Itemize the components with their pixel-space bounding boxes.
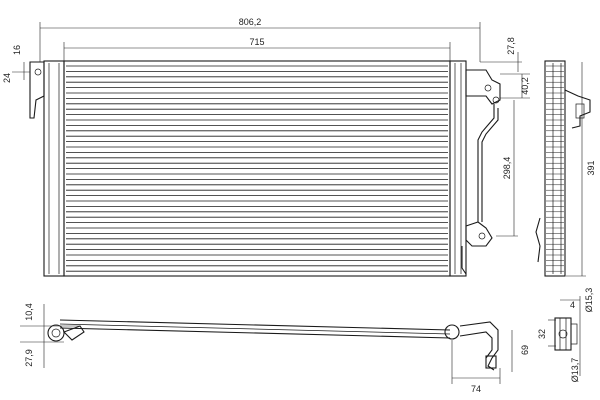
fitting-detail-view bbox=[554, 317, 578, 351]
bottom-pipe-bracket bbox=[465, 221, 493, 247]
right-header-tank bbox=[449, 60, 467, 277]
dim-top-16: 16 bbox=[12, 45, 22, 55]
top-pipe-bracket bbox=[465, 69, 501, 105]
side-core bbox=[544, 60, 566, 277]
dim-32: 32 bbox=[537, 329, 547, 339]
side-view bbox=[535, 60, 591, 277]
core-fins bbox=[66, 65, 564, 272]
dim-74: 74 bbox=[471, 384, 481, 394]
dim-overall-width: 806,2 bbox=[239, 17, 262, 27]
left-fitting bbox=[47, 324, 65, 342]
dim-27-8: 27,8 bbox=[506, 37, 516, 55]
bottom-pipe bbox=[459, 321, 499, 371]
left-header-tank bbox=[43, 60, 65, 277]
dim-core-width: 715 bbox=[249, 37, 264, 47]
dim-10-4: 10,4 bbox=[24, 303, 34, 321]
dimension-labels: 806,2 715 16 24 27,8 40,2 298,4 391 10,4… bbox=[2, 17, 596, 394]
dimension-lines bbox=[12, 22, 586, 384]
side-bracket bbox=[564, 89, 591, 129]
dim-69: 69 bbox=[520, 345, 530, 355]
left-bracket bbox=[29, 61, 45, 119]
dim-4: 4 bbox=[570, 300, 575, 310]
refrigerant-pipe bbox=[477, 104, 495, 222]
dim-top-24: 24 bbox=[2, 73, 12, 83]
right-fitting bbox=[444, 324, 460, 340]
dim-diameter-13-7: Ø13,7 bbox=[570, 358, 580, 383]
dim-diameter-15-3: Ø15,3 bbox=[584, 288, 594, 313]
dim-40-2: 40,2 bbox=[520, 77, 530, 95]
dim-27-9: 27,9 bbox=[24, 349, 34, 367]
dim-391: 391 bbox=[586, 160, 596, 175]
dim-298-4: 298,4 bbox=[502, 157, 512, 180]
bottom-rail-top bbox=[59, 319, 451, 331]
bottom-view bbox=[47, 319, 499, 371]
front-view bbox=[29, 60, 564, 277]
fitting-detail bbox=[554, 317, 572, 351]
